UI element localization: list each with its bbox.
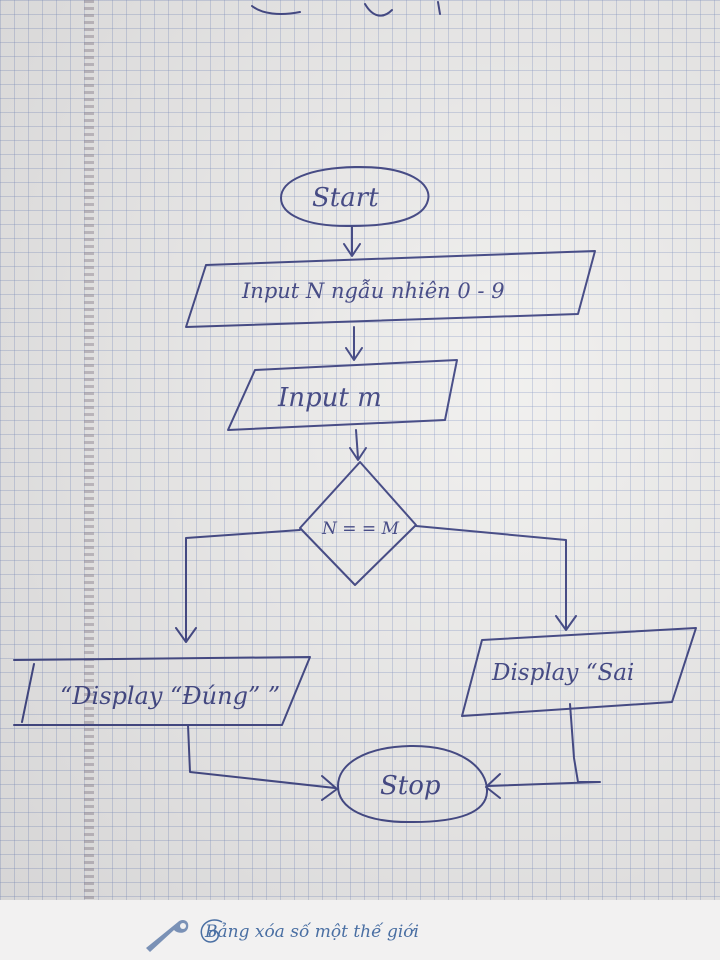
- arrow-true-to-stop: [187, 724, 338, 801]
- display-false-box: [461, 627, 697, 717]
- branch-right-line: [415, 525, 577, 631]
- paper-footer: [0, 900, 720, 960]
- input-m-box: [227, 359, 458, 431]
- branch-left-line: [175, 529, 301, 643]
- arrow-false-to-stop: [485, 703, 601, 799]
- stop-terminator: [337, 744, 489, 824]
- arrow-start-to-input-n: [343, 226, 361, 257]
- top-scribble: [251, 1, 441, 17]
- arrow-input-m-to-decision: [349, 429, 367, 461]
- display-true-label: “Display “Đúng” ”: [60, 682, 280, 710]
- input-m-label: Input m: [277, 383, 382, 413]
- decision-diamond: [299, 461, 417, 586]
- input-n-label: Input N ngẫu nhiên 0 - 9: [241, 279, 505, 303]
- display-true-box: [13, 656, 311, 726]
- paper-margin-strip: [84, 0, 94, 900]
- decision-label: N = = M: [321, 519, 400, 539]
- start-label: Start: [312, 183, 379, 213]
- display-false-label: Display “Sai: [491, 660, 634, 686]
- arrow-input-n-to-input-m: [345, 326, 363, 361]
- stop-label: Stop: [380, 771, 441, 801]
- input-n-box: [185, 250, 596, 328]
- footer-slogan: Bảng xóa số một thế giới: [205, 922, 419, 942]
- swirl-icon: [200, 919, 223, 943]
- pen-logo-icon: [146, 920, 189, 952]
